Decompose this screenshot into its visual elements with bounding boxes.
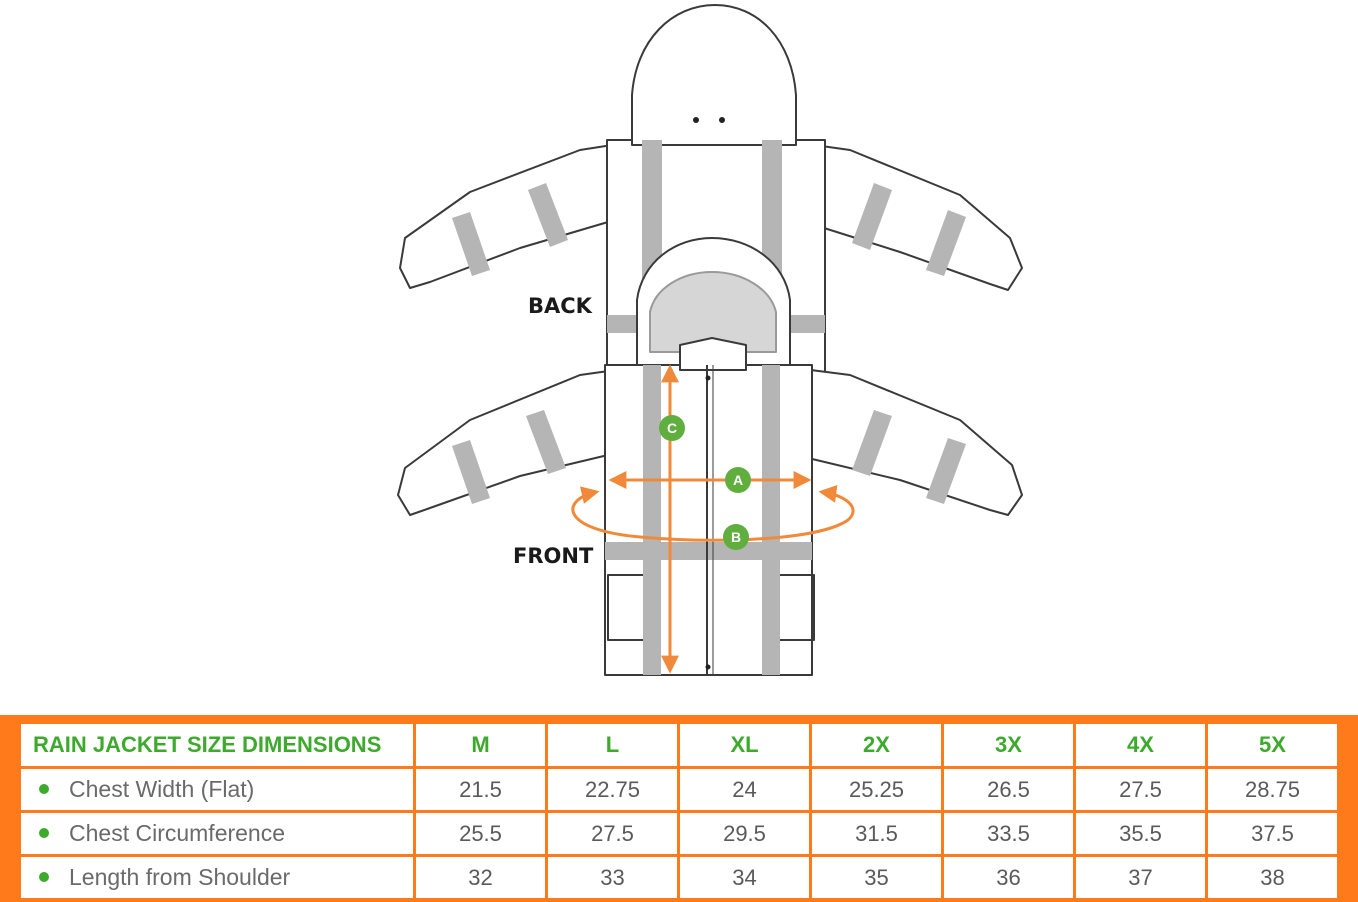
table-cell: 25.25 <box>809 766 944 813</box>
front-jacket <box>397 237 1023 676</box>
size-table: RAIN JACKET SIZE DIMENSIONS M L XL 2X 3X… <box>18 721 1340 901</box>
table-cell: 37 <box>1073 854 1208 901</box>
size-header: 3X <box>941 721 1076 769</box>
marker-a-label: A <box>733 472 743 488</box>
marker-b-label: B <box>731 529 741 545</box>
jacket-diagram: C A B BACK FRONT <box>397 4 1023 676</box>
table-cell: 29.5 <box>677 810 812 857</box>
table-cell: 36 <box>941 854 1076 901</box>
bullet-icon <box>39 871 49 882</box>
size-header: 2X <box>809 721 944 769</box>
back-hood <box>631 4 797 146</box>
table-cell: 28.75 <box>1205 766 1340 813</box>
bullet-icon <box>39 827 49 838</box>
table-cell: 34 <box>677 854 812 901</box>
table-cell: 31.5 <box>809 810 944 857</box>
table-row: Chest Width (Flat) 21.5 22.75 24 25.25 2… <box>18 766 1340 813</box>
chest-circumference-arrow <box>571 484 855 542</box>
table-row: Length from Shoulder 32 33 34 35 36 37 3… <box>18 854 1340 901</box>
table-cell: 35.5 <box>1073 810 1208 857</box>
front-collar <box>679 337 747 371</box>
table-cell: 22.75 <box>545 766 680 813</box>
row-label-cell: Chest Circumference <box>18 810 416 857</box>
table-cell: 38 <box>1205 854 1340 901</box>
row-label: Chest Circumference <box>69 820 286 846</box>
row-label: Chest Width (Flat) <box>69 776 255 802</box>
table-cell: 21.5 <box>413 766 548 813</box>
marker-b <box>723 524 749 550</box>
table-cell: 27.5 <box>545 810 680 857</box>
marker-a <box>725 467 751 493</box>
size-header-row: RAIN JACKET SIZE DIMENSIONS M L XL 2X 3X… <box>18 721 1340 769</box>
front-label: FRONT <box>513 544 594 568</box>
size-header: 4X <box>1073 721 1208 769</box>
table-cell: 26.5 <box>941 766 1076 813</box>
table-row: Chest Circumference 25.5 27.5 29.5 31.5 … <box>18 810 1340 857</box>
size-header: XL <box>677 721 812 769</box>
back-label: BACK <box>528 294 593 318</box>
table-cell: 27.5 <box>1073 766 1208 813</box>
marker-c <box>659 415 685 441</box>
table-title: RAIN JACKET SIZE DIMENSIONS <box>18 721 416 769</box>
row-label-cell: Chest Width (Flat) <box>18 766 416 813</box>
front-zipper <box>705 365 714 675</box>
size-header: 5X <box>1205 721 1340 769</box>
measurements: C A B <box>571 364 855 674</box>
back-hood-snap <box>719 117 725 123</box>
row-label: Length from Shoulder <box>69 864 291 890</box>
table-cell: 24 <box>677 766 812 813</box>
size-header: L <box>545 721 680 769</box>
marker-c-label: C <box>667 420 677 436</box>
bullet-icon <box>39 783 49 794</box>
table-cell: 37.5 <box>1205 810 1340 857</box>
front-reflective-stripes <box>452 365 966 675</box>
table-cell: 33 <box>545 854 680 901</box>
table-cell: 25.5 <box>413 810 548 857</box>
back-right-sleeve <box>799 142 1023 291</box>
table-cell: 33.5 <box>941 810 1076 857</box>
back-left-sleeve <box>399 142 626 289</box>
front-body <box>604 364 813 676</box>
size-header: M <box>413 721 548 769</box>
row-label-cell: Length from Shoulder <box>18 854 416 901</box>
back-hood-snap <box>693 117 699 123</box>
table-cell: 35 <box>809 854 944 901</box>
front-hood-lining <box>649 271 777 353</box>
table-cell: 32 <box>413 854 548 901</box>
